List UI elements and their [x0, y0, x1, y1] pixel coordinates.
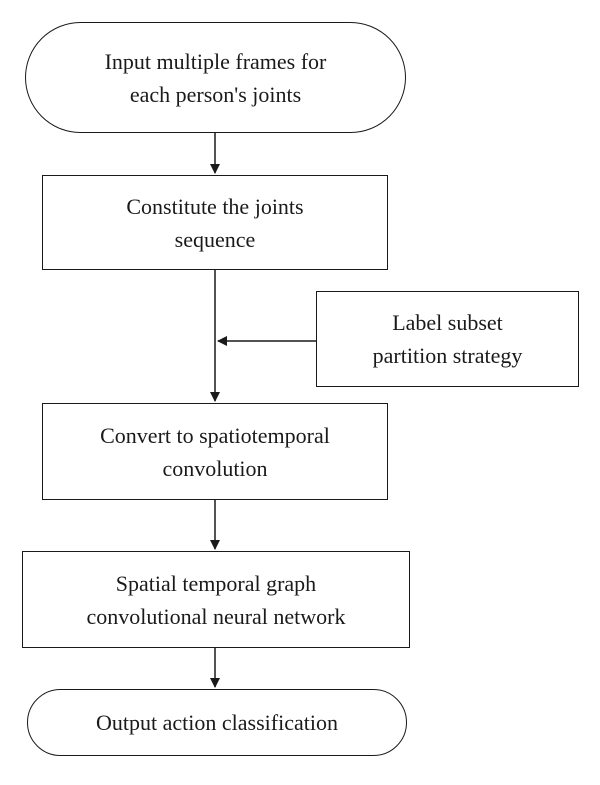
step3-line-2: convolutional neural network: [86, 603, 346, 629]
end-node: Output action classification: [27, 689, 407, 756]
step3-line-1: Spatial temporal graph: [115, 570, 317, 596]
start-node-line-2: each person's joints: [129, 81, 302, 107]
start-node-line-1: Input multiple frames for: [104, 48, 327, 74]
process-node-constitute-joints-sequence: Constitute the joints sequence: [42, 175, 388, 270]
step1-line-2: sequence: [174, 226, 256, 252]
side-input-line-2: partition strategy: [372, 343, 523, 368]
process-node-convert-spatiotemporal: Convert to spatiotemporal convolution: [42, 403, 388, 500]
step2-line-1: Convert to spatiotemporal: [100, 422, 330, 448]
process-node-stgcn: Spatial temporal graph convolutional neu…: [22, 551, 410, 648]
step1-line-1: Constitute the joints: [126, 193, 304, 219]
start-node: Input multiple frames for each person's …: [25, 22, 406, 133]
side-input-node-label-subset: Label subset partition strategy: [316, 291, 579, 387]
end-node-line-1: Output action classification: [96, 710, 338, 735]
side-input-line-1: Label subset: [392, 310, 503, 335]
step2-line-2: convolution: [162, 455, 268, 481]
